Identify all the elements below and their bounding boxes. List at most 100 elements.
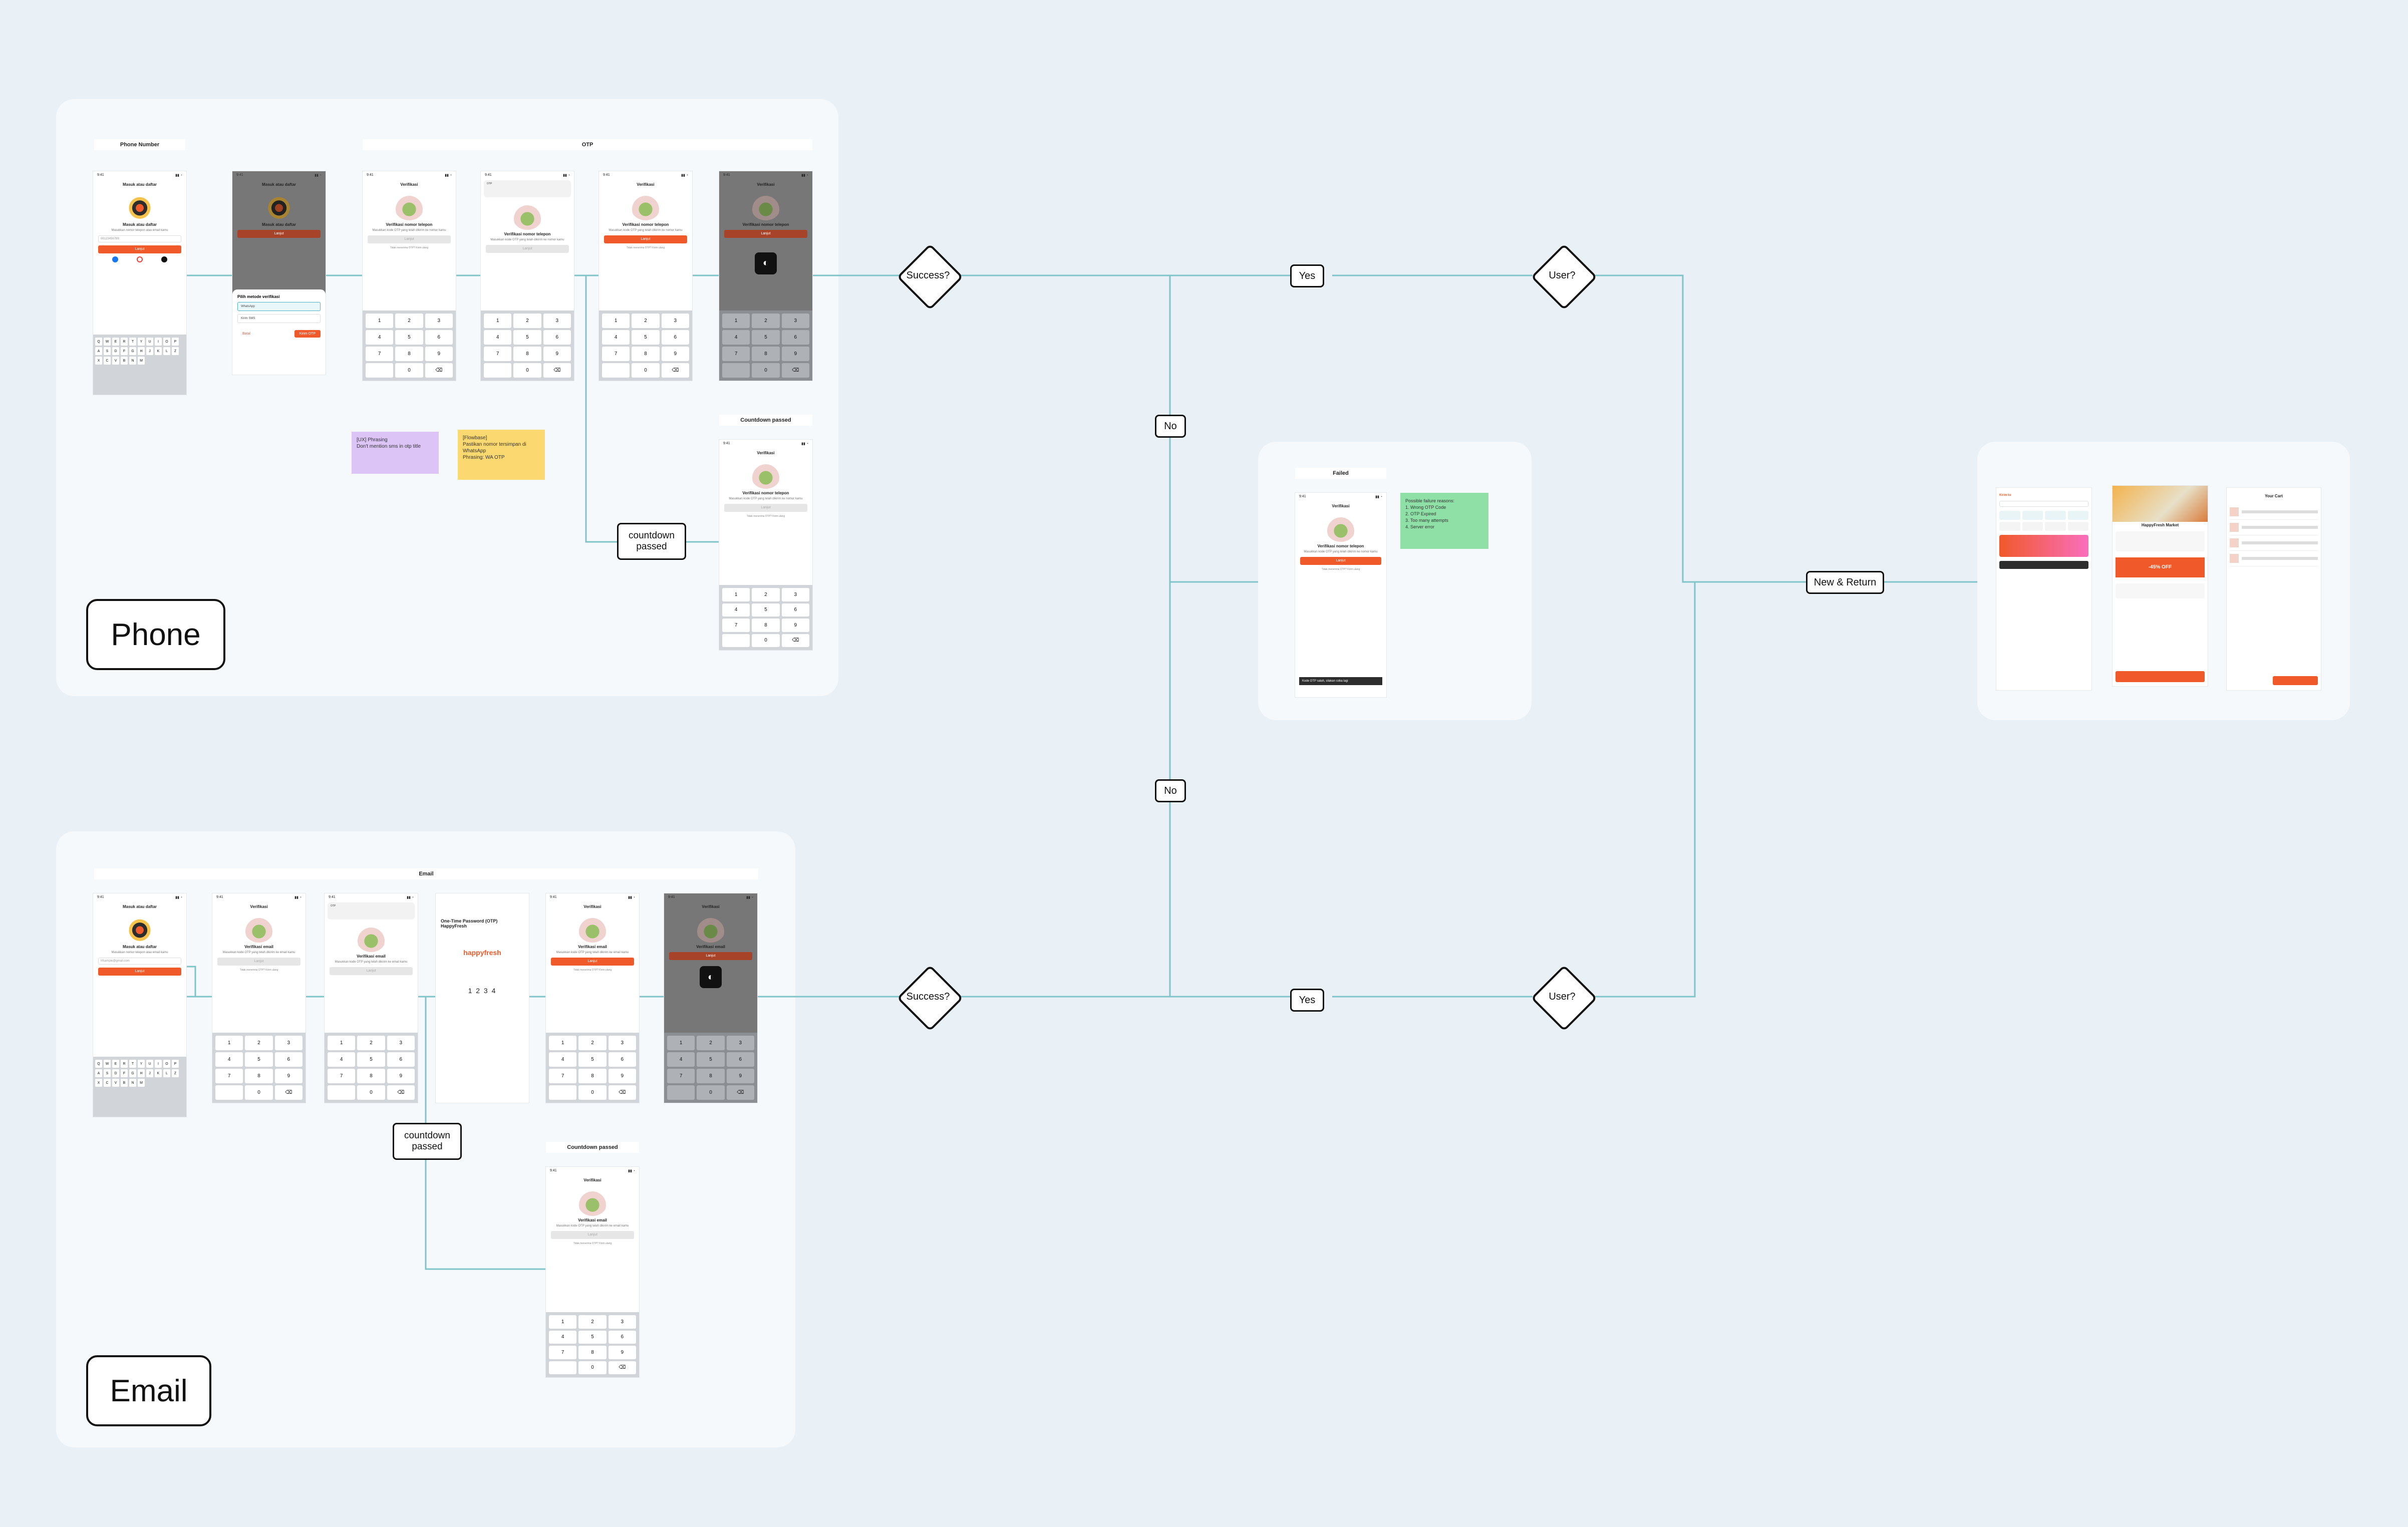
keyboard-key[interactable]: H — [138, 347, 145, 355]
keypad-key[interactable]: 0 — [697, 1085, 725, 1100]
promo-banner[interactable] — [1999, 535, 2088, 557]
keyboard-key[interactable]: C — [104, 357, 111, 365]
keypad-key[interactable]: 3 — [608, 1036, 636, 1050]
keypad-key[interactable]: 3 — [608, 1315, 636, 1329]
keypad-key[interactable]: 1 — [667, 1036, 695, 1050]
keypad-key[interactable]: 7 — [722, 347, 750, 361]
send-otp-button[interactable]: Kirim OTP — [294, 330, 321, 338]
resend-link[interactable]: Tidak menerima OTP? Kirim ulang — [1321, 568, 1360, 571]
keyboard-key[interactable]: D — [112, 1069, 119, 1077]
keyboard-key[interactable]: U — [146, 1060, 153, 1068]
keypad-key[interactable]: 7 — [484, 347, 512, 361]
resend-link[interactable]: Tidak menerima OTP? Kirim ulang — [573, 1242, 612, 1245]
keyboard-key[interactable]: P — [172, 338, 179, 346]
keypad-key[interactable]: 3 — [274, 1036, 303, 1050]
keyboard-key[interactable]: J — [146, 347, 153, 355]
keyboard-key[interactable]: V — [112, 1079, 119, 1087]
keypad-key[interactable] — [602, 363, 630, 378]
continue-button[interactable]: Lanjut — [551, 1231, 634, 1239]
continue-button[interactable]: Lanjut — [368, 235, 451, 243]
keypad-key[interactable]: 0 — [513, 363, 541, 378]
keypad-key[interactable]: 2 — [245, 1036, 273, 1050]
keypad-key[interactable] — [722, 363, 750, 378]
keypad-key[interactable]: ⌫ — [543, 363, 571, 378]
keypad-key[interactable]: 1 — [484, 314, 512, 328]
keypad-key[interactable]: 0 — [578, 1085, 607, 1100]
keyboard-key[interactable]: Y — [138, 1060, 145, 1068]
checkout-button[interactable] — [2273, 676, 2318, 685]
keyboard-key[interactable]: J — [146, 1069, 153, 1077]
keypad-key[interactable]: 7 — [602, 347, 630, 361]
keypad-key[interactable]: 4 — [484, 330, 512, 345]
keypad-key[interactable]: 9 — [726, 1069, 754, 1083]
keypad-key[interactable]: 6 — [726, 1052, 754, 1067]
resend-link[interactable]: Tidak menerima OTP? Kirim ulang — [626, 246, 665, 249]
keypad-key[interactable]: 6 — [425, 330, 453, 345]
keypad-key[interactable]: 2 — [752, 314, 780, 328]
keypad-key[interactable]: 5 — [752, 330, 780, 345]
resend-link[interactable]: Tidak menerima OTP? Kirim ulang — [390, 246, 429, 249]
keypad-key[interactable]: 3 — [543, 314, 571, 328]
keyboard-key[interactable]: L — [163, 347, 170, 355]
keyboard-key[interactable]: G — [129, 1069, 136, 1077]
keypad-key[interactable]: 1 — [549, 1036, 577, 1050]
keypad-key[interactable]: 2 — [578, 1315, 607, 1329]
keypad-key[interactable]: ⌫ — [425, 363, 453, 378]
keypad-key[interactable]: 4 — [328, 1052, 356, 1067]
keypad-key[interactable]: ⌫ — [726, 1085, 754, 1100]
keypad-key[interactable]: 1 — [722, 588, 750, 601]
keypad-key[interactable]: 2 — [697, 1036, 725, 1050]
keypad-key[interactable]: 9 — [781, 619, 809, 632]
keypad-key[interactable]: 3 — [781, 314, 809, 328]
keypad-key[interactable]: 4 — [722, 603, 750, 617]
keypad-key[interactable]: 2 — [632, 314, 660, 328]
keyboard-key[interactable]: Z — [172, 1069, 179, 1077]
keypad-key[interactable]: 1 — [549, 1315, 577, 1329]
keypad-key[interactable]: ⌫ — [781, 363, 809, 378]
keypad-key[interactable] — [328, 1085, 356, 1100]
keyboard-key[interactable]: R — [121, 1060, 128, 1068]
keypad-key[interactable]: 5 — [752, 603, 780, 617]
keypad-key[interactable]: 0 — [752, 634, 780, 647]
keyboard-key[interactable]: F — [121, 1069, 128, 1077]
keypad-key[interactable]: 5 — [578, 1330, 607, 1344]
continue-button[interactable]: Lanjut — [217, 958, 300, 966]
keypad-key[interactable]: 8 — [357, 1069, 385, 1083]
keypad-key[interactable]: 1 — [722, 314, 750, 328]
keypad-key[interactable]: 1 — [602, 314, 630, 328]
keyboard-key[interactable]: N — [129, 357, 136, 365]
keypad-key[interactable]: ⌫ — [781, 634, 809, 647]
keypad-key[interactable]: 5 — [697, 1052, 725, 1067]
continue-button[interactable]: Lanjut — [98, 968, 181, 976]
keyboard-key[interactable]: B — [121, 1079, 128, 1087]
keyboard-key[interactable]: S — [104, 347, 111, 355]
keypad-key[interactable]: 7 — [549, 1346, 577, 1359]
keyboard-key[interactable]: R — [121, 338, 128, 346]
keypad-key[interactable]: 9 — [661, 347, 689, 361]
keyboard-key[interactable]: A — [95, 347, 102, 355]
keypad-key[interactable]: 4 — [366, 330, 394, 345]
keypad-key[interactable]: 4 — [602, 330, 630, 345]
keypad-key[interactable] — [722, 634, 750, 647]
keyboard-key[interactable]: X — [95, 1079, 102, 1087]
keyboard-key[interactable]: T — [129, 338, 136, 346]
keypad-key[interactable]: 4 — [215, 1052, 243, 1067]
keypad-key[interactable]: 5 — [632, 330, 660, 345]
resend-link[interactable]: Tidak menerima OTP? Kirim ulang — [746, 515, 785, 518]
keypad-key[interactable]: 3 — [387, 1036, 415, 1050]
keypad-key[interactable] — [366, 363, 394, 378]
keypad-key[interactable]: 4 — [722, 330, 750, 345]
keypad-key[interactable]: 8 — [395, 347, 423, 361]
email-input[interactable]: hfsample@gmail.com — [98, 958, 181, 965]
keyboard-key[interactable]: X — [95, 357, 102, 365]
keyboard-key[interactable]: F — [121, 347, 128, 355]
search-input[interactable] — [1999, 501, 2088, 507]
keyboard-key[interactable]: I — [155, 338, 162, 346]
phone-input[interactable]: 08123456789 — [98, 235, 181, 242]
resend-link[interactable]: Tidak menerima OTP? Kirim ulang — [239, 969, 278, 972]
keypad-key[interactable]: 8 — [578, 1346, 607, 1359]
keypad-key[interactable]: ⌫ — [661, 363, 689, 378]
keypad-key[interactable]: 2 — [513, 314, 541, 328]
keypad-key[interactable]: 7 — [549, 1069, 577, 1083]
keypad-key[interactable] — [215, 1085, 243, 1100]
